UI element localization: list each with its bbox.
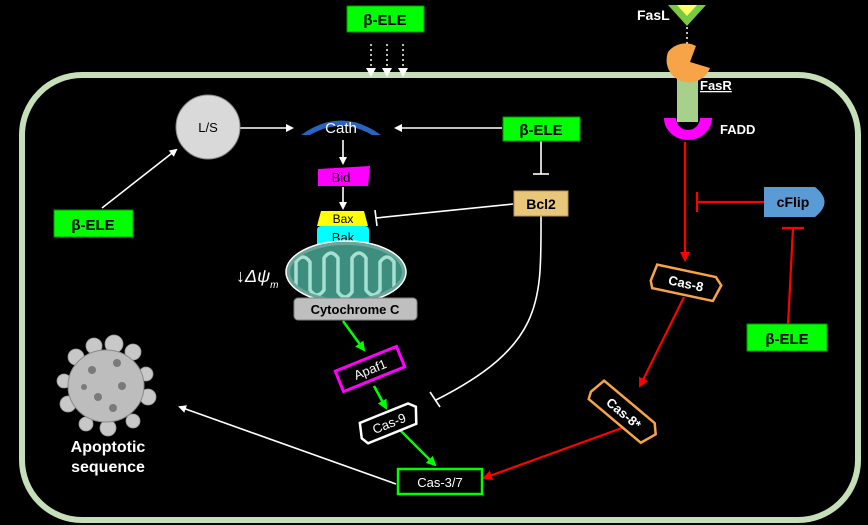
fadd-label: FADD <box>720 122 755 137</box>
cas8-label: Cas-8 <box>667 272 705 294</box>
apoptotic-cell-icon <box>56 334 157 437</box>
beta-ele-mid-box: β-ELE <box>502 116 581 142</box>
cas8-node: Cas-8 <box>649 263 723 303</box>
beta-ele-top-box: β-ELE <box>346 5 425 33</box>
cflip-label: cFlip <box>777 194 810 210</box>
apoptotic-label-line2: sequence <box>71 459 145 476</box>
fas-ligand-icon <box>668 5 706 26</box>
apaf1-node: Apaf1 <box>333 344 407 394</box>
cytochrome-c-label: Cytochrome C <box>311 302 400 317</box>
beta-ele-left-box: β-ELE <box>53 209 134 238</box>
beta-ele-mid-label: β-ELE <box>519 122 562 139</box>
arrow-cas9-to-cas37 <box>397 427 437 467</box>
bax-node: Bax <box>317 211 368 226</box>
bid-label: Bid <box>332 170 351 185</box>
fas-receptor-icon <box>666 43 710 122</box>
inhibit-betaele-to-bcl2 <box>533 140 549 175</box>
cath-label: Cath <box>325 120 357 137</box>
arrow-cytc-to-apaf1 <box>341 320 366 352</box>
bcl2-node: Bcl2 <box>513 190 569 217</box>
cas9-node: Cas-9 <box>358 402 418 445</box>
ls-node: L/S <box>175 94 241 160</box>
cytochrome-c-node: Cytochrome C <box>293 297 418 321</box>
inhibit-bcl2-to-cas9 <box>429 215 542 408</box>
arrow-cas8active-to-cas37 <box>482 426 623 480</box>
cas37-node: Cas-3/7 <box>396 467 484 496</box>
ls-label: L/S <box>198 120 218 135</box>
entry-dotted-arrows <box>370 44 404 70</box>
arrow-apaf1-to-cas9 <box>372 385 388 410</box>
fasl-label: FasL <box>637 7 670 23</box>
bax-label: Bax <box>333 212 354 226</box>
arrow-cas37-to-apoptotic <box>178 405 397 485</box>
entry-arrowheads <box>366 68 408 77</box>
mitochondrion-icon <box>285 240 407 304</box>
cell-membrane <box>19 72 861 523</box>
fadd-node <box>664 118 712 140</box>
arrow-cas8-to-cas8active <box>639 296 685 388</box>
bcl2-label: Bcl2 <box>526 196 556 212</box>
beta-ele-right-box: β-ELE <box>746 323 828 352</box>
membrane-potential-label: ↓Δψm <box>236 266 279 291</box>
cflip-node: cFlip <box>764 187 825 217</box>
beta-ele-left-label: β-ELE <box>71 217 114 234</box>
inhibit-betaele-to-cflip <box>782 226 804 326</box>
delta-psi-subscript: m <box>270 280 278 291</box>
bid-node: Bid <box>318 166 370 186</box>
inhibit-cflip-to-cas8 <box>695 192 764 212</box>
fasr-label: FasR <box>700 78 732 93</box>
apoptotic-label-line1: Apoptotic <box>71 439 146 456</box>
cath-node: Cath <box>301 120 381 137</box>
beta-ele-right-label: β-ELE <box>765 331 808 348</box>
delta-psi-label: ↓Δψ <box>236 266 270 286</box>
svg-text:↓Δψm: ↓Δψm <box>236 266 279 291</box>
beta-ele-top-label: β-ELE <box>363 12 406 29</box>
arrow-betaele-to-ls <box>101 148 178 209</box>
inhibit-bcl2-to-bax <box>374 203 514 227</box>
cas37-label: Cas-3/7 <box>417 475 463 490</box>
